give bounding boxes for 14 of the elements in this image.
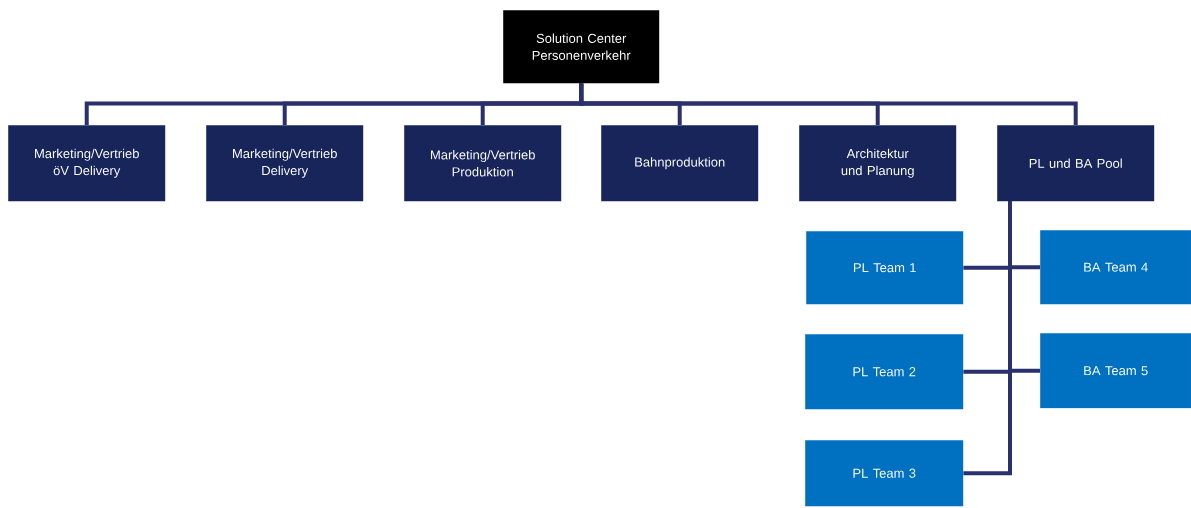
team-box: PL Team 3 <box>805 440 964 507</box>
org-box: Marketing/Vertrieb Produktion <box>404 125 562 202</box>
team-box: PL Team 2 <box>805 334 964 410</box>
org-box: Marketing/Vertrieb öV Delivery <box>8 125 166 202</box>
org-box: Solution Center Personenverkehr <box>503 10 660 84</box>
org-box: Marketing/Vertrieb Delivery <box>206 125 364 202</box>
team-box: BA Team 5 <box>1040 333 1191 409</box>
org-box: Bahnproduktion <box>601 125 759 202</box>
team-box: PL Team 1 <box>806 231 964 305</box>
team-box: BA Team 4 <box>1040 230 1191 305</box>
connector-line <box>579 83 1078 125</box>
org-box: Architektur und Planung <box>799 125 957 202</box>
org-box: PL und BA Pool <box>997 125 1155 202</box>
connector-line <box>963 201 1012 476</box>
